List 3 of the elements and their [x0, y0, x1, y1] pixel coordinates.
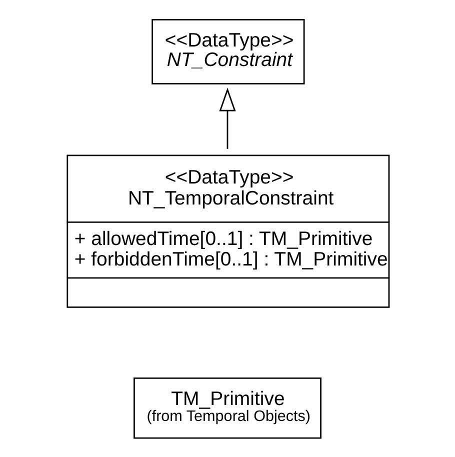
node-box: TM_Primitive (from Temporal Objects)	[134, 377, 322, 439]
arrow	[219, 88, 236, 149]
node-box: <<DataType>> NT_Constraint	[152, 18, 305, 84]
